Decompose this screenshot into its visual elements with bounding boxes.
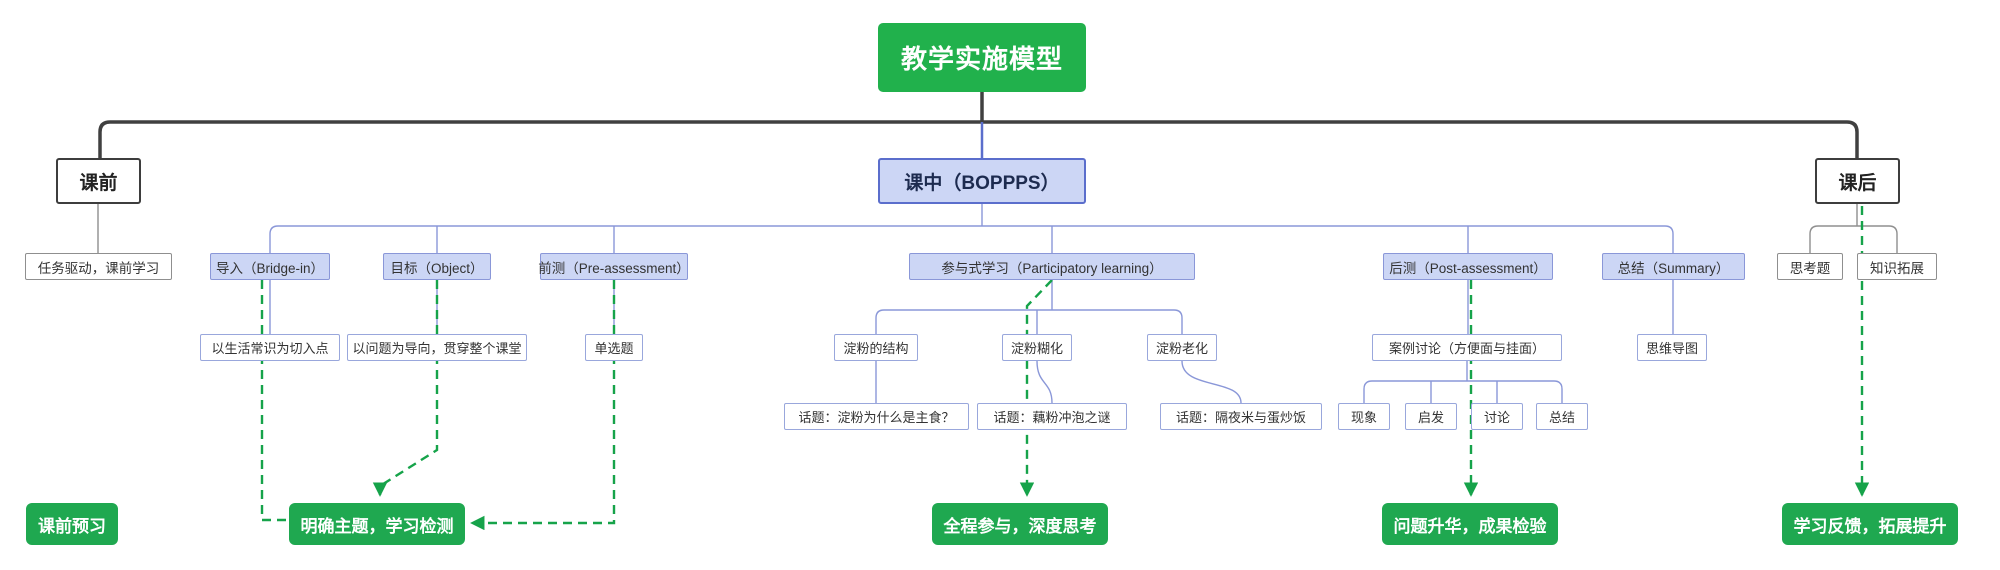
node-module-starch-structure[interactable]: 淀粉的结构 xyxy=(834,334,918,361)
node-pre-assessment-approach[interactable]: 单选题 xyxy=(585,334,643,361)
outcome-post-class[interactable]: 学习反馈，拓展提升 xyxy=(1782,503,1958,545)
flow-participatory xyxy=(1019,279,1053,497)
flow-bridge-in xyxy=(260,280,286,522)
node-post-class-item-2[interactable]: 知识拓展 xyxy=(1857,253,1937,280)
outcome-pre-class[interactable]: 课前预习 xyxy=(26,503,118,545)
node-objective-approach[interactable]: 以问题为导向，贯穿整个课堂 xyxy=(347,334,527,361)
flow-objective xyxy=(372,280,439,497)
node-stage-pre-assessment[interactable]: 前测（Pre-assessment） xyxy=(538,253,690,280)
node-case-step-inspiration[interactable]: 启发 xyxy=(1405,403,1457,430)
node-case-discussion[interactable]: 案例讨论（方便面与挂面） xyxy=(1372,334,1562,361)
node-stage-participatory[interactable]: 参与式学习（Participatory learning） xyxy=(909,253,1195,280)
node-post-class-item-1[interactable]: 思考题 xyxy=(1777,253,1843,280)
outcome-bopps[interactable]: 明确主题，学习检测 xyxy=(289,503,465,545)
bopps-branch-connectors xyxy=(269,204,1674,404)
flow-pre-assessment xyxy=(470,280,616,531)
node-stage-objective[interactable]: 目标（Object） xyxy=(383,253,491,280)
node-summary-approach[interactable]: 思维导图 xyxy=(1637,334,1707,361)
main-tree-connectors xyxy=(98,92,1859,158)
node-bridge-in-approach[interactable]: 以生活常识为切入点 xyxy=(200,334,340,361)
node-topic-retrogradation[interactable]: 话题：隔夜米与蛋炒饭 xyxy=(1160,403,1322,430)
outcome-participatory[interactable]: 全程参与，深度思考 xyxy=(932,503,1108,545)
node-module-retrogradation[interactable]: 淀粉老化 xyxy=(1147,334,1217,361)
node-root[interactable]: 教学实施模型 xyxy=(878,23,1086,92)
node-case-step-discussion[interactable]: 讨论 xyxy=(1471,403,1523,430)
node-post-class[interactable]: 课后 xyxy=(1815,158,1900,204)
node-pre-class-strategy[interactable]: 任务驱动，课前学习 xyxy=(25,253,172,280)
pre-post-class-connectors xyxy=(97,204,1898,253)
node-module-gelatinization[interactable]: 淀粉糊化 xyxy=(1002,334,1072,361)
node-topic-structure[interactable]: 话题：淀粉为什么是主食？ xyxy=(784,403,969,430)
node-stage-summary[interactable]: 总结（Summary） xyxy=(1602,253,1745,280)
node-pre-class[interactable]: 课前 xyxy=(56,158,141,204)
node-topic-gelatinization[interactable]: 话题：藕粉冲泡之谜 xyxy=(977,403,1127,430)
outcome-post-assessment[interactable]: 问题升华，成果检验 xyxy=(1382,503,1558,545)
node-case-step-phenomenon[interactable]: 现象 xyxy=(1338,403,1390,430)
node-stage-post-assessment[interactable]: 后测（Post-assessment） xyxy=(1383,253,1553,280)
node-in-class-bopps[interactable]: 课中（BOPPPS） xyxy=(878,158,1086,204)
node-case-step-summary[interactable]: 总结 xyxy=(1536,403,1588,430)
node-stage-bridge-in[interactable]: 导入（Bridge-in） xyxy=(210,253,330,280)
